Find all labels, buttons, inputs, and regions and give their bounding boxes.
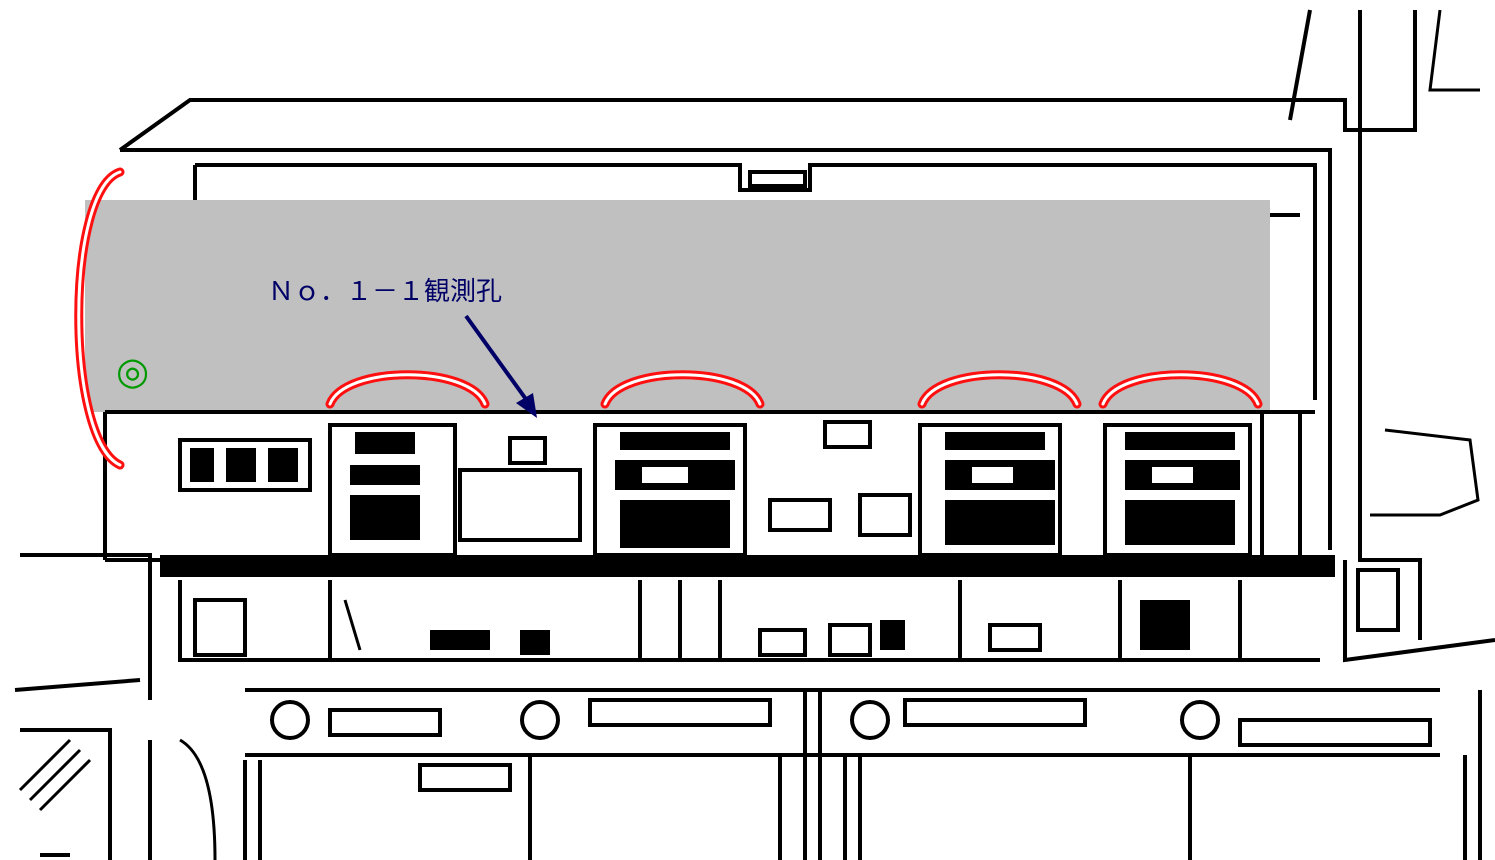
observation-hole-marker: ◎ xyxy=(116,349,149,393)
equipment-row xyxy=(14,410,1335,700)
lower-floor xyxy=(18,580,1482,860)
shaded-region xyxy=(85,200,1270,412)
highlight-arcs xyxy=(74,167,1263,470)
observation-hole-label: Ｎｏ．１－１観測孔 xyxy=(268,277,502,307)
pointer-arrow xyxy=(464,314,537,418)
